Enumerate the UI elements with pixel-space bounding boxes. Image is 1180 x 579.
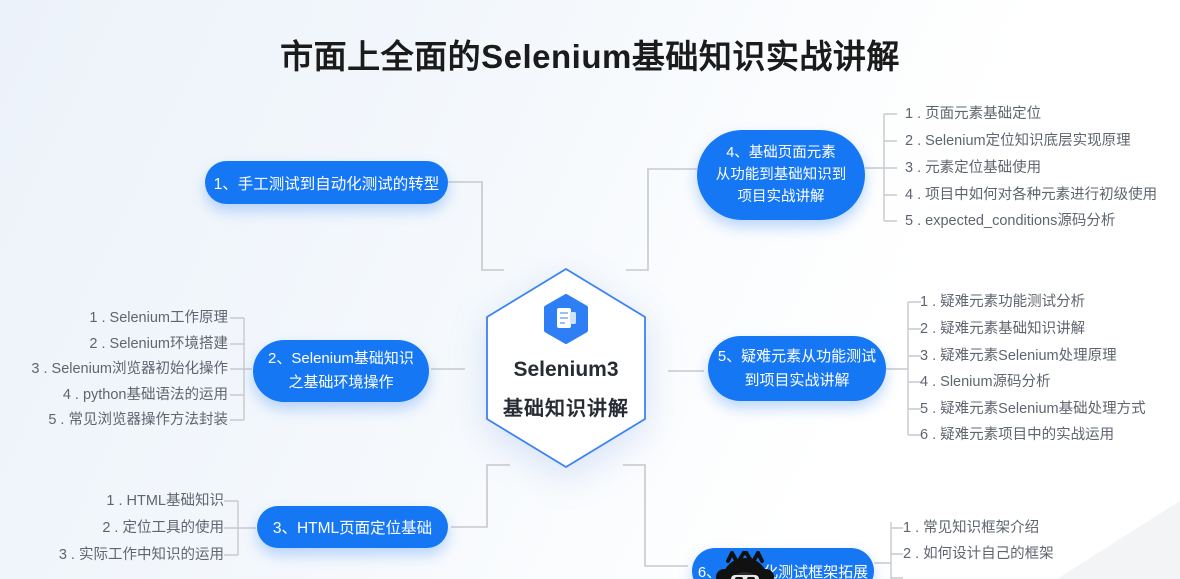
list-item: 2 . 疑难元素基础知识讲解 bbox=[920, 321, 1086, 337]
branch-4-label-line2: 从功能到基础知识到 bbox=[715, 167, 847, 183]
bracket-branch-2 bbox=[230, 317, 252, 421]
list-item: 4 . python基础语法的运用 bbox=[62, 387, 228, 403]
list-item: 1 . HTML基础知识 bbox=[106, 493, 224, 509]
branch-4-label-line3: 项目实战讲解 bbox=[737, 189, 825, 205]
branch-2-item-list: 1 . Selenium工作原理 2 . Selenium环境搭建 3 . Se… bbox=[8, 0, 228, 440]
bracket-branch-4 bbox=[865, 113, 897, 222]
branch-6-item-list: 1 . 常见知识框架介绍 2 . 如何设计自己的框架 bbox=[903, 0, 1175, 579]
connector-branch-3 bbox=[451, 464, 510, 528]
list-item: 3 . 实际工作中知识的运用 bbox=[58, 547, 224, 563]
list-item: 1 . Selenium工作原理 bbox=[89, 310, 228, 326]
list-item: 3 . Selenium浏览器初始化操作 bbox=[31, 361, 228, 377]
list-item: 5 . expected_conditions源码分析 bbox=[905, 213, 1116, 229]
list-item: 2 . Selenium环境搭建 bbox=[89, 336, 228, 352]
branch-node-1: 1、手工测试到自动化测试的转型 bbox=[205, 161, 448, 204]
list-item: 2 . Selenium定位知识底层实现原理 bbox=[905, 133, 1131, 149]
document-icon bbox=[544, 294, 588, 344]
list-item: 2 . 如何设计自己的框架 bbox=[903, 546, 1054, 562]
bracket-branch-6 bbox=[874, 522, 903, 579]
branch-3-item-list: 1 . HTML基础知识 2 . 定位工具的使用 3 . 实际工作中知识的运用 bbox=[8, 0, 224, 579]
list-item: 1 . 页面元素基础定位 bbox=[905, 106, 1042, 122]
branch-2-label-line1: 2、Selenium基础知识 bbox=[268, 350, 414, 367]
list-item: 4 . Slenium源码分析 bbox=[920, 374, 1051, 390]
branch-5-item-list: 1 . 疑难元素功能测试分析 2 . 疑难元素基础知识讲解 3 . 疑难元素Se… bbox=[920, 0, 1178, 460]
list-item: 1 . 疑难元素功能测试分析 bbox=[920, 294, 1086, 310]
branch-3-label: 3、HTML页面定位基础 bbox=[272, 520, 433, 537]
branch-1-label: 1、手工测试到自动化测试的转型 bbox=[213, 175, 440, 193]
monkey-logo bbox=[716, 551, 774, 579]
branch-node-3: 3、HTML页面定位基础 bbox=[257, 506, 448, 548]
list-item: 4 . 项目中如何对各种元素进行初级使用 bbox=[905, 187, 1158, 203]
connector-branch-1 bbox=[448, 181, 504, 271]
list-item: 5 . 疑难元素Selenium基础处理方式 bbox=[920, 401, 1146, 417]
branch-5-label-line2: 到项目实战讲解 bbox=[744, 371, 850, 389]
connector-branch-4 bbox=[626, 168, 697, 271]
list-item: 2 . 定位工具的使用 bbox=[102, 520, 224, 536]
branch-2-label-line2: 之基础环境操作 bbox=[288, 374, 394, 391]
branch-6-label-suffix: 化测试框架拓展 bbox=[763, 563, 869, 579]
hexagon-outline bbox=[486, 268, 646, 468]
list-item: 5 . 常见浏览器操作方法封装 bbox=[48, 412, 228, 428]
list-item: 6 . 疑难元素项目中的实战运用 bbox=[920, 427, 1115, 443]
branch-5-label-line1: 5、疑难元素从功能测试 bbox=[717, 347, 877, 365]
page-title: 市面上全面的Selenium基础知识实战讲解 bbox=[280, 38, 900, 75]
center-node-title: Selenium3 bbox=[513, 358, 619, 381]
branch-node-4: 4、基础页面元素 从功能到基础知识到 项目实战讲解 bbox=[697, 130, 865, 220]
list-item: 3 . 元素定位基础使用 bbox=[905, 160, 1042, 176]
list-item: 1 . 常见知识框架介绍 bbox=[903, 520, 1040, 536]
branch-node-5: 5、疑难元素从功能测试 到项目实战讲解 bbox=[708, 336, 886, 401]
branch-6-label-prefix: 6、 bbox=[697, 563, 722, 579]
center-node: Selenium3 基础知识讲解 bbox=[482, 266, 650, 470]
connector-branch-6 bbox=[623, 464, 688, 567]
center-node-subtitle: 基础知识讲解 bbox=[503, 398, 629, 420]
branch-node-2: 2、Selenium基础知识 之基础环境操作 bbox=[253, 340, 429, 402]
bracket-branch-3 bbox=[224, 500, 256, 556]
branch-4-label-line1: 4、基础页面元素 bbox=[726, 145, 836, 161]
branch-4-item-list: 1 . 页面元素基础定位 2 . Selenium定位知识底层实现原理 3 . … bbox=[905, 0, 1177, 240]
list-item: 3 . 疑难元素Selenium处理原理 bbox=[920, 348, 1117, 364]
branch-6-label-row: 6、 化测试框架拓展 bbox=[698, 561, 868, 579]
